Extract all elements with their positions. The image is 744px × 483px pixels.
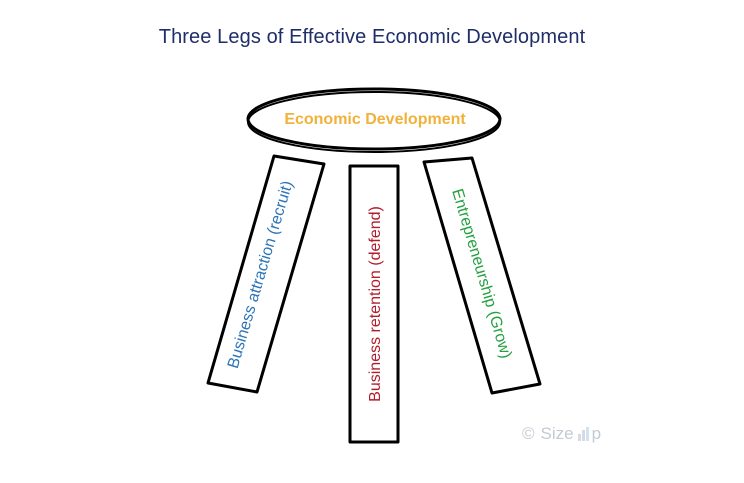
right-leg: Entrepreneurship (Grow): [422, 156, 542, 395]
copyright-symbol: ©: [522, 424, 535, 443]
middle-leg-label: Business retention (defend): [367, 206, 384, 402]
seat-label: Economic Development: [284, 111, 466, 128]
left-leg: Business attraction (recruit): [206, 154, 326, 394]
sizeup-watermark: © Size p: [522, 424, 601, 444]
diagram-title: Three Legs of Effective Economic Develop…: [158, 26, 586, 48]
bar-chart-icon: [577, 427, 592, 441]
brand-suffix: p: [591, 424, 602, 443]
stool-seat: Economic Development: [246, 87, 502, 153]
middle-leg: Business retention (defend): [348, 164, 400, 444]
brand-prefix: Size: [540, 424, 574, 443]
